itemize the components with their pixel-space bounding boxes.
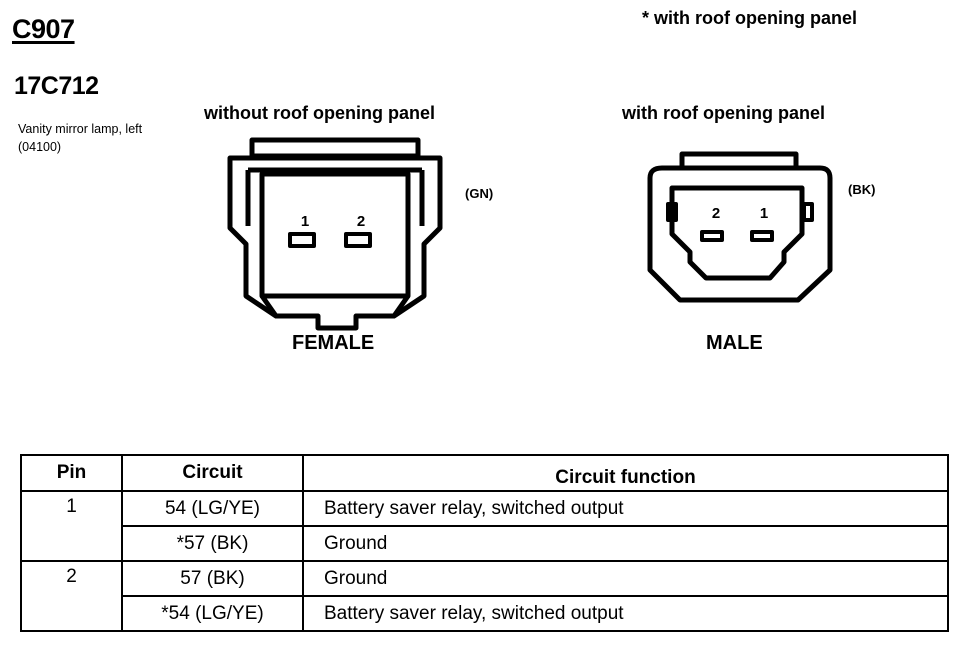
part-number: 17C712 [14,72,99,100]
pin-slot-1 [288,232,316,248]
circuit-function-cell: Ground [302,560,949,597]
table-row: 2 57 (BK) Ground [20,560,949,632]
pin-number-cell: 1 [20,490,123,562]
circuit-cell: 54 (LG/YE) [121,490,304,527]
latch-tab [249,137,421,159]
column-header-pin: Pin [20,454,123,492]
connector-outline [227,155,443,331]
circuit-cell: 57 (BK) [121,560,304,597]
pin-slot-1 [750,230,774,242]
footnote-legend: * with roof opening panel [642,8,857,28]
cavity-corner-left [259,294,279,318]
latch-rail [245,167,425,226]
pin-number-cell: 2 [20,560,123,632]
circuit-function-cell: Battery saver relay, switched output [302,490,949,527]
pin-circuit-table: Pin Circuit Circuit function 1 54 (LG/YE… [20,454,949,632]
pin-label: 2 [357,213,365,230]
table-row: 1 54 (LG/YE) Battery saver relay, switch… [20,490,949,562]
column-header-circuit: Circuit [121,454,304,492]
female-connector-diagram: 1 2 [227,137,443,331]
connector-outline [647,165,833,303]
female-view-caption: without roof opening panel [204,103,435,123]
cavity-corner-right [391,294,411,318]
polarity-key-left [666,202,678,222]
table-row: *57 (BK) Ground [21,525,949,562]
male-connector-diagram: 2 1 [647,151,833,303]
male-gender-label: MALE [706,332,763,354]
pin-label: 2 [712,205,720,222]
pin-label: 1 [301,213,309,230]
pin-slot-2 [344,232,372,248]
column-header-circuit-function: Circuit function [302,454,949,492]
female-gender-label: FEMALE [292,332,375,354]
circuit-cell: *54 (LG/YE) [121,595,304,632]
circuit-function-cell: Ground [302,525,949,562]
cavity-outline [669,185,805,281]
table-row: *54 (LG/YE) Battery saver relay, switche… [21,595,949,632]
pin-slot-2 [700,230,724,242]
circuit-function-cell: Battery saver relay, switched output [302,595,949,632]
male-view-caption: with roof opening panel [622,103,825,123]
polarity-key-right [802,202,814,222]
component-description: Vanity mirror lamp, left (04100) [18,122,143,154]
female-color-code: (GN) [465,186,494,201]
circuit-cell: *57 (BK) [121,525,304,562]
table-header-row: Pin Circuit Circuit function [20,454,949,492]
connector-id: C907 [12,14,75,44]
male-color-code: (BK) [848,182,876,197]
pin-label: 1 [760,205,768,222]
cavity-outline [259,171,411,299]
